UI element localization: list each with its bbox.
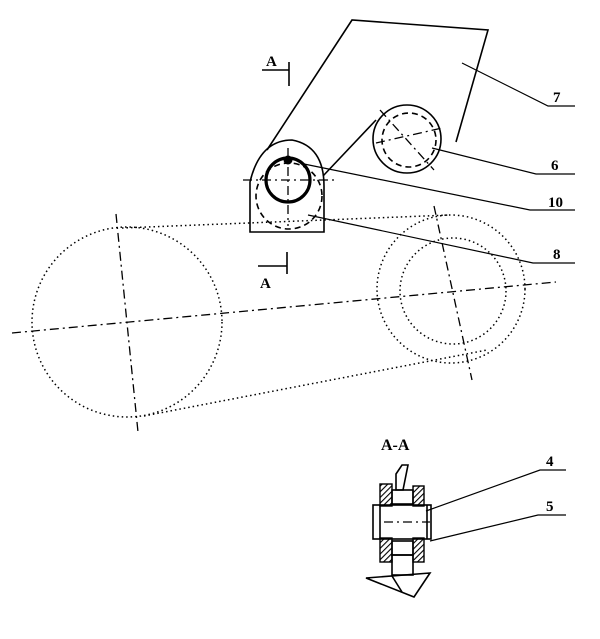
label-part-7: 7	[553, 90, 561, 106]
label-part-4: 4	[546, 454, 554, 470]
section-marker-bottom-label: A	[260, 276, 271, 292]
pivot-bracket	[243, 139, 334, 233]
pulley-centerline	[11, 281, 557, 334]
belt	[121, 214, 488, 417]
label-part-5: 5	[546, 499, 554, 515]
section-marker-bottom: A	[258, 252, 288, 292]
label-part-10: 10	[548, 195, 563, 211]
section-detail	[365, 464, 432, 598]
section-marker-top-label: A	[266, 54, 277, 70]
leader-lines	[303, 62, 575, 542]
upper-roller	[372, 104, 443, 174]
small-pulley	[376, 205, 526, 381]
label-part-6: 6	[551, 158, 559, 174]
large-pulley	[31, 213, 223, 433]
section-title: A-A	[381, 437, 410, 454]
arm-body	[266, 19, 490, 177]
section-marker-top: A	[262, 54, 290, 86]
label-part-8: 8	[553, 247, 561, 263]
